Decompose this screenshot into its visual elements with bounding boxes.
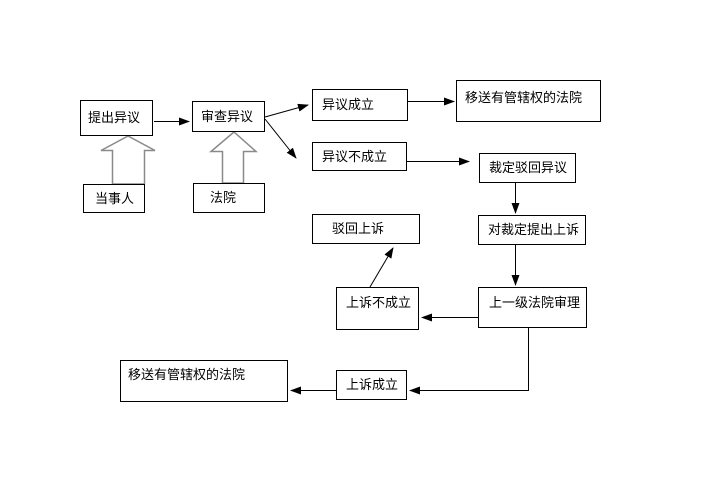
node-appeal-not-upheld: 上诉不成立 <box>336 287 419 330</box>
node-objection-upheld: 异议成立 <box>312 89 408 121</box>
node-appeal-upheld: 上诉成立 <box>336 370 407 400</box>
node-ruling-dismiss-objection: 裁定驳回异议 <box>479 153 576 183</box>
connector-higher-court-to-appeal-upheld <box>409 328 529 395</box>
node-party: 当事人 <box>83 184 145 213</box>
node-transfer-to-competent-court-2: 移送有管辖权的法院 <box>120 360 288 402</box>
node-dismiss-appeal: 驳回上诉 <box>312 214 420 244</box>
connector-review-to-objection-upheld <box>264 103 309 118</box>
node-court: 法院 <box>193 183 265 213</box>
node-review-objection: 审查异议 <box>192 101 265 132</box>
node-higher-court-hearing: 上一级法院审理 <box>478 287 587 328</box>
node-transfer-to-competent-court-1: 移送有管辖权的法院 <box>456 80 601 122</box>
node-raise-objection: 提出异议 <box>80 100 153 136</box>
node-appeal-against-ruling: 对裁定提出上诉 <box>478 215 586 245</box>
block-arrow-party-to-raise <box>100 135 156 185</box>
connector-review-to-objection-not-upheld <box>264 118 297 159</box>
connector-appeal-not-upheld-to-dismiss <box>369 247 394 288</box>
node-objection-not-upheld: 异议不成立 <box>312 142 407 171</box>
block-arrow-court-to-review <box>208 131 258 184</box>
